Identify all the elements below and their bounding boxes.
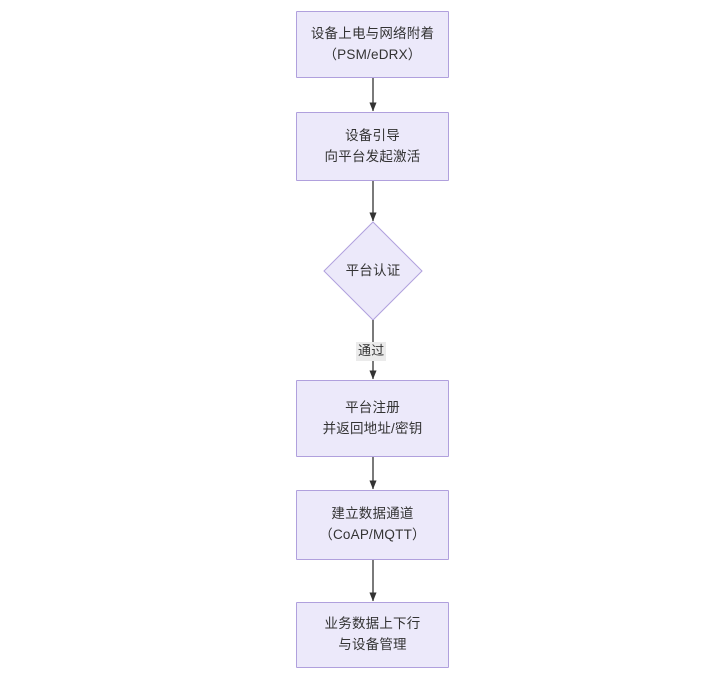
node-platform-register[interactable]: 平台注册 并返回地址/密钥 [296, 380, 449, 457]
node-device-bootstrap[interactable]: 设备引导 向平台发起激活 [296, 112, 449, 181]
node-line-text: 设备引导 [345, 127, 400, 143]
node-line-text: （PSM/eDRX） [323, 46, 422, 62]
node-line-text: （CoAP/MQTT） [319, 527, 426, 542]
node-business-data-and-device-management[interactable]: 业务数据上下行 与设备管理 [296, 602, 449, 668]
node-establish-data-channel[interactable]: 建立数据通道 （CoAP/MQTT） [296, 490, 449, 560]
node-line-text: 平台认证 [345, 262, 401, 278]
node-line-text: 设备上电与网络附着 [310, 25, 435, 41]
node-line-text: 平台注册 [345, 399, 400, 415]
node-line-text: 向平台发起激活 [324, 148, 421, 164]
node-line-text: 与设备管理 [338, 637, 407, 652]
node-line-text: 并返回地址/密钥 [322, 420, 423, 436]
node-line-text: 建立数据通道 [331, 506, 414, 522]
node-device-power-on[interactable]: 设备上电与网络附着 （PSM/eDRX） [296, 11, 449, 78]
node-line-text: 业务数据上下行 [324, 616, 421, 632]
edge-label-pass: 通过 [356, 342, 387, 361]
node-platform-auth-decision[interactable]: 平台认证 [324, 222, 422, 320]
